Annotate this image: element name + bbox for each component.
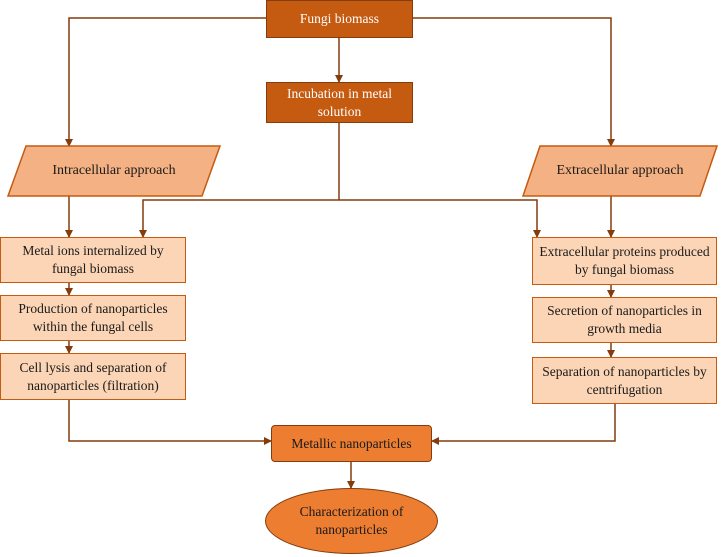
intracellular-approach-shape [6, 145, 222, 197]
cell-lysis-box: Cell lysis and separation of nanoparticl… [0, 353, 186, 400]
extracellular-approach-shape [521, 145, 719, 197]
separation-box: Separation of nanoparticles by centrifug… [532, 357, 717, 404]
metallic-nanoparticles-label: Metallic nanoparticles [291, 435, 412, 451]
production-box: Production of nanoparticles within the f… [0, 295, 186, 341]
arrow-incubation-to-extracellular-proteins [339, 199, 541, 238]
characterization-oval: Characterization of nanoparticles [265, 488, 438, 554]
metal-ions-box: Metal ions internalized by fungal biomas… [0, 237, 186, 283]
arrow-separation-to-metallic [431, 404, 616, 445]
arrow-cell-lysis-to-metallic [68, 400, 272, 445]
extracellular-proteins-label: Extracellular proteins produced by funga… [539, 244, 710, 277]
production-label: Production of nanoparticles within the f… [18, 301, 168, 334]
secretion-box: Secretion of nanoparticles in growth med… [532, 297, 717, 343]
characterization-label: Characterization of nanoparticles [299, 504, 404, 537]
arrow-biomass-to-intracellular [65, 17, 266, 147]
fungi-biomass-box: Fungi biomass [266, 0, 413, 38]
cell-lysis-label: Cell lysis and separation of nanoparticl… [19, 359, 167, 393]
fungi-biomass-label: Fungi biomass [299, 11, 380, 26]
extracellular-approach-label: Extracellular approach [556, 163, 684, 178]
metallic-nanoparticles-box: Metallic nanoparticles [271, 425, 432, 462]
extracellular-proteins-box: Extracellular proteins produced by funga… [532, 237, 717, 285]
intracellular-approach-label: Intracellular approach [52, 163, 176, 178]
metal-ions-label: Metal ions internalized by fungal biomas… [22, 243, 164, 276]
incubation-box: Incubation in metal solution [266, 82, 413, 123]
incubation-label: Incubation in metal solution [287, 85, 392, 119]
arrow-biomass-to-extracellular [413, 17, 615, 147]
separation-label: Separation of nanoparticles by centrifug… [542, 363, 707, 397]
arrow-incubation-to-metal-ions [139, 199, 339, 238]
secretion-label: Secretion of nanoparticles in growth med… [547, 303, 702, 336]
